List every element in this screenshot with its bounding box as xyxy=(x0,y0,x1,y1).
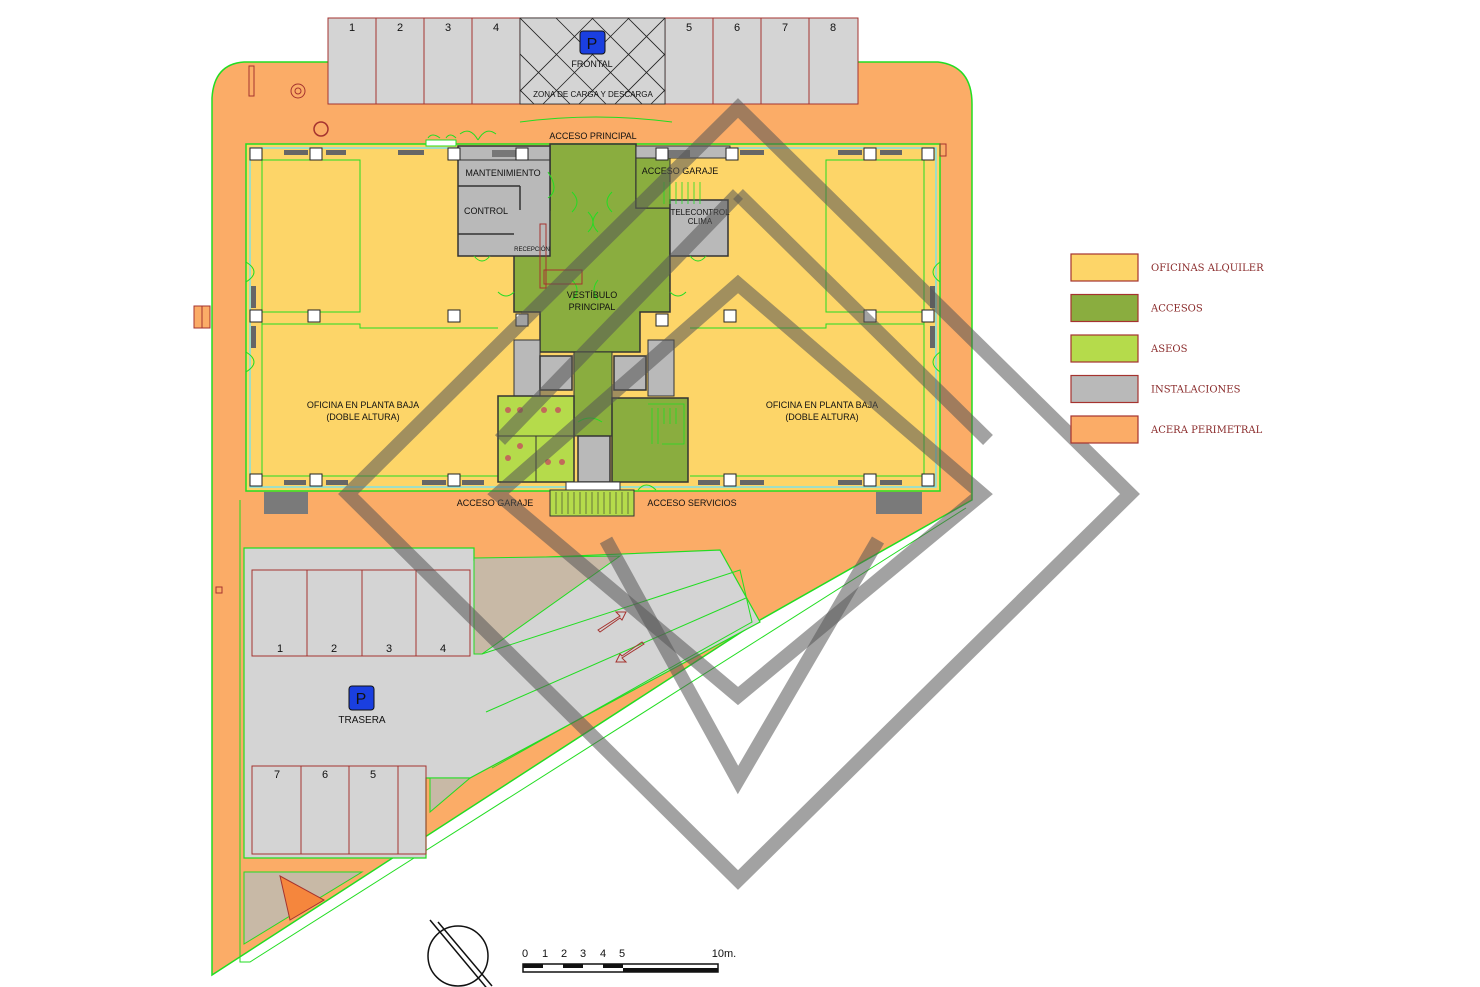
legend-label: OFICINAS ALQUILER xyxy=(1151,263,1264,274)
spot-number: 2 xyxy=(331,643,337,655)
label-oficina-right-sub: (DOBLE ALTURA) xyxy=(785,412,858,422)
tree-marker xyxy=(290,83,306,99)
spot-number: 6 xyxy=(734,22,740,34)
spot-number: 1 xyxy=(349,22,355,34)
label-recepcion: RECEPCIÓN xyxy=(514,246,550,253)
label-control: CONTROL xyxy=(464,206,508,216)
legend-label: ASEOS xyxy=(1150,344,1188,355)
spot-number: 3 xyxy=(445,22,451,34)
spot-number: 1 xyxy=(277,643,283,655)
front-parking-label: FRONTAL xyxy=(571,59,612,69)
outdoor-block-right xyxy=(876,492,922,514)
scale-tick: 3 xyxy=(580,948,586,960)
scale-tick: 5 xyxy=(619,948,625,960)
label-mantenimiento: MANTENIMIENTO xyxy=(465,168,540,178)
arrow-right-icon xyxy=(597,611,627,633)
building: ACCESO PRINCIPAL MANTENIMIENTO CONTROL R… xyxy=(245,116,947,517)
parking-sign-letter: P xyxy=(356,691,367,708)
shaft-left xyxy=(513,339,541,401)
spot-number: 2 xyxy=(397,22,403,34)
spot-number: 5 xyxy=(686,22,692,34)
label-clima: CLIMA xyxy=(688,217,713,226)
legend-swatch xyxy=(1070,415,1139,444)
legend-swatch xyxy=(1070,334,1139,363)
north-arrow-icon xyxy=(427,919,493,987)
site-inner-line xyxy=(239,500,967,963)
spot-number: 4 xyxy=(440,643,446,655)
loading-zone-label: ZONA DE CARGA Y DESCARGA xyxy=(533,90,653,99)
spot-number: 7 xyxy=(274,769,280,781)
outdoor-block-left xyxy=(264,492,308,514)
parking-sign-icon xyxy=(579,30,606,55)
tree-marker-2 xyxy=(313,121,329,137)
bench-marker xyxy=(248,65,255,97)
label-oficina-left: OFICINA EN PLANTA BAJA xyxy=(307,400,419,410)
spot-number: 8 xyxy=(830,22,836,34)
scale-end-label: 10m. xyxy=(712,948,736,960)
scale-tick: 0 xyxy=(522,948,528,960)
gravel-strip-bottom xyxy=(429,777,472,814)
spot-number: 4 xyxy=(493,22,499,34)
parking-sign-letter: P xyxy=(587,36,598,53)
tree-marker-inner xyxy=(294,87,302,95)
spot-number: 6 xyxy=(322,769,328,781)
spot-number: 5 xyxy=(370,769,376,781)
legend-swatch xyxy=(1070,253,1139,282)
service-shaft xyxy=(577,435,611,483)
corner-marker-icon xyxy=(279,875,326,921)
arrow-left-icon xyxy=(615,641,645,663)
post-marker xyxy=(215,586,223,594)
legend-swatch xyxy=(1070,374,1139,404)
label-principal: PRINCIPAL xyxy=(569,302,616,312)
label-acceso-garaje-bottom: ACCESO GARAJE xyxy=(457,498,534,508)
legend-swatch xyxy=(1070,293,1139,323)
legend-label: INSTALACIONES xyxy=(1151,385,1241,396)
legend-label: ACERA PERIMETRAL xyxy=(1150,425,1263,436)
label-acceso-servicios: ACCESO SERVICIOS xyxy=(647,498,736,508)
service-stair-area xyxy=(611,397,689,483)
legend: OFICINAS ALQUILER ACCESOS ASEOS INSTALACION… xyxy=(1070,253,1264,444)
label-acceso-principal: ACCESO PRINCIPAL xyxy=(549,131,636,141)
label-oficina-right: OFICINA EN PLANTA BAJA xyxy=(766,400,878,410)
legend-label: ACCESOS xyxy=(1150,304,1203,315)
installations-left xyxy=(457,145,551,257)
scale-bar: 0 1 2 3 4 5 10m. xyxy=(522,948,736,973)
scale-tick: 4 xyxy=(600,948,606,960)
back-parking: 1 2 3 4 7 6 5 P TRASERA xyxy=(243,547,761,945)
parking-sign-icon xyxy=(348,685,375,711)
label-oficina-left-sub: (DOBLE ALTURA) xyxy=(326,412,399,422)
front-parking-numbers: 1 2 3 4 5 6 7 8 xyxy=(349,22,836,34)
scale-tick: 2 xyxy=(561,948,567,960)
front-parking: 1 2 3 4 5 6 7 8 P FRONTAL ZONA DE CARGA … xyxy=(327,17,859,105)
spot-number: 7 xyxy=(782,22,788,34)
back-parking-label: TRASERA xyxy=(338,715,386,726)
label-telecontrol: TELECONTROL xyxy=(670,208,730,217)
scale-tick: 1 xyxy=(542,948,548,960)
watermark-logo xyxy=(338,98,1140,890)
spot-number: 3 xyxy=(386,643,392,655)
label-vestibulo: VESTÍBULO xyxy=(567,290,618,300)
